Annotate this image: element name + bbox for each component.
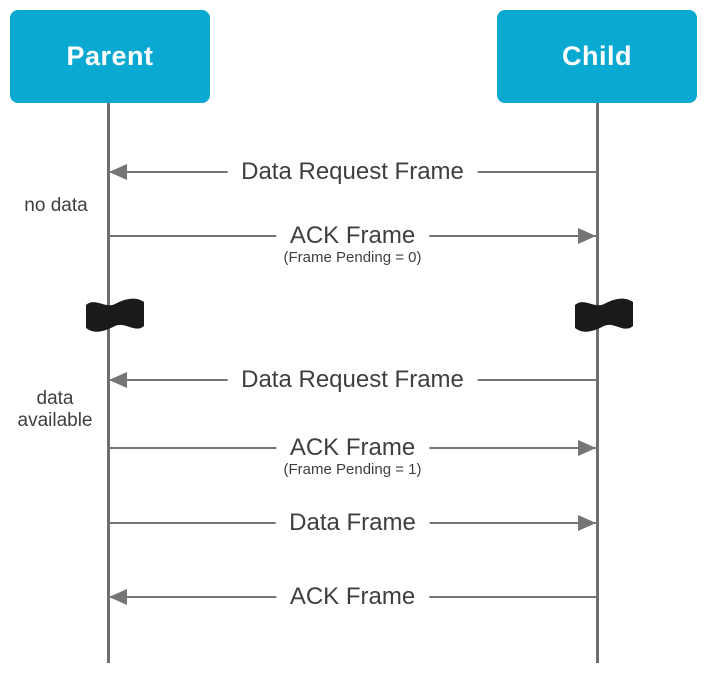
message-label: ACK Frame [275, 582, 430, 612]
arrowhead-left-icon [109, 589, 127, 605]
side-note-data-available: data available [17, 388, 93, 431]
message-label: Data Frame [275, 508, 430, 538]
arrowhead-right-icon [578, 228, 596, 244]
arrowhead-left-icon [109, 372, 127, 388]
message-label: ACK Frame [275, 433, 430, 463]
arrowhead-right-icon [578, 440, 596, 456]
side-note-no-data: no data [24, 195, 88, 216]
message-label: Data Request Frame [227, 157, 478, 187]
message-label: Data Request Frame [227, 365, 478, 395]
lifeline-parent [107, 103, 110, 663]
arrowhead-left-icon [109, 164, 127, 180]
message-label: ACK Frame [275, 221, 430, 251]
actor-label-child: Child [562, 41, 632, 71]
message-sublabel: (Frame Pending = 0) [277, 249, 428, 266]
arrowhead-right-icon [578, 515, 596, 531]
lifeline-child [596, 103, 599, 663]
time-break-flag-icon [575, 295, 633, 336]
actor-label-parent: Parent [66, 41, 154, 71]
message-sublabel: (Frame Pending = 1) [277, 461, 428, 478]
actor-box-child: Child [497, 10, 697, 103]
actor-box-parent: Parent [10, 10, 210, 103]
time-break-flag-icon [86, 295, 144, 336]
